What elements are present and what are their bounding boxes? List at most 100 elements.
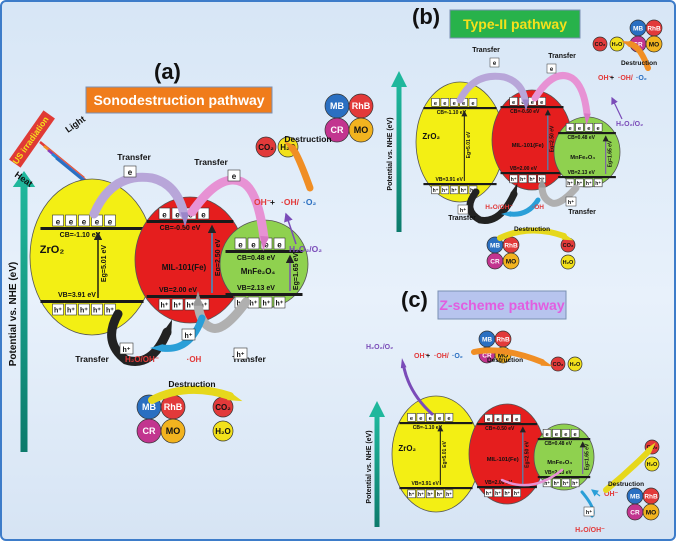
zro2-c-cb-label: CB=-1.10 eV	[413, 425, 443, 431]
transfer-arrow-a-1	[89, 172, 189, 219]
panel-title-b: Type-II pathway	[463, 16, 567, 32]
hole-box	[425, 489, 435, 499]
mil-b-cb-label: CB=-0.50 eV	[510, 109, 540, 115]
hole-box	[457, 204, 469, 215]
mil-b-vb-band	[500, 172, 564, 175]
zro2-a-name: ZrO₂	[40, 244, 65, 256]
hole: h⁺	[67, 308, 75, 315]
zro2-b-name: ZrO₂	[422, 132, 440, 141]
product-1-c-top	[567, 356, 583, 372]
transfer-label-a-4: Transfer	[232, 354, 266, 364]
oh-radical-label-b: ·OH	[532, 204, 544, 211]
electron-box	[493, 414, 503, 423]
mnfe-c-cb-label: CB=0.48 eV	[544, 441, 572, 447]
electron-box	[104, 214, 116, 227]
zro2-b-cb-label: CB=-1.10 eV	[437, 110, 467, 116]
pollutant-label-c-bottom: MB	[630, 493, 640, 500]
pollutant-label-c-top: MO	[498, 352, 508, 359]
destruction-label-b-top: Destruction	[621, 60, 657, 67]
panel-letter-a: (a)	[154, 59, 181, 84]
hole: h⁺	[461, 188, 467, 194]
hole: h⁺	[123, 347, 131, 354]
destruction-label-c-top: Destruction	[487, 357, 523, 364]
electron: e	[443, 101, 446, 107]
hole-box	[512, 488, 521, 498]
mnfe-c-vb-band	[537, 476, 591, 479]
electron-box	[509, 97, 518, 106]
destruction-arrowhead-a-bottom	[227, 391, 243, 402]
electron-box	[552, 429, 561, 438]
transfer-arrowhead-b-2	[584, 113, 591, 125]
o2-radical-a: ·O₂	[303, 197, 316, 207]
transfer-arrowhead-a-2	[260, 235, 269, 251]
electron: e	[232, 172, 237, 181]
electron: e	[419, 416, 422, 422]
mnfe-c-cb-band	[537, 438, 591, 441]
hole: h⁺	[577, 181, 583, 187]
electron: e	[162, 211, 167, 220]
o2-radical-b: ·O₂	[636, 75, 647, 82]
mnfe-a-eg-label: Eg=1.65 eV	[293, 253, 300, 290]
mnfe-a-vb-label: VB=2.13 eV	[237, 285, 275, 292]
hole-box	[431, 185, 440, 195]
mil-c-vb-label: VB=2.00 eV	[485, 480, 513, 486]
electron: e	[277, 241, 282, 250]
oh-arrow-a	[158, 314, 206, 352]
electron: e	[512, 100, 515, 106]
pollutant-mo-b-top	[645, 35, 663, 53]
pollutant-label-c-top: MB	[482, 336, 492, 343]
mnfe-a-name: MnFe₂O₄	[241, 267, 276, 276]
pollutant-label-b-top: MB	[633, 25, 643, 32]
hole-box	[233, 347, 248, 360]
panel-letter-c: (c)	[401, 287, 428, 312]
hole-arrowhead-a	[162, 319, 173, 335]
electron: e	[515, 417, 518, 423]
mnfe-a-cb-band	[225, 250, 303, 253]
hole-box	[119, 342, 134, 355]
hole: h⁺	[586, 509, 592, 516]
hole: h⁺	[161, 303, 169, 310]
product-label-a-bottom: CO₂	[215, 403, 231, 412]
hole-box	[484, 488, 493, 498]
transfer-arrow-a-2	[187, 175, 269, 243]
panel-letter-b: (b)	[412, 4, 440, 29]
pollutant-mo-c-bottom	[642, 503, 660, 521]
electron: e	[447, 416, 450, 422]
h2o2-label-b: H₂O₂/O₂	[616, 121, 643, 128]
electron: e	[251, 241, 256, 250]
destruction-arrowhead-b-bottom	[561, 233, 574, 241]
zro2-b-eg-label: Eg=5.01 eV	[466, 131, 472, 158]
hole-box	[260, 296, 273, 309]
transfer-label-a-2: Transfer	[194, 157, 228, 167]
hole: h⁺	[495, 491, 501, 497]
pollutant-label-c-bottom: MO	[646, 509, 656, 516]
electron: e	[487, 417, 490, 423]
mil-c-cb-band	[477, 423, 537, 426]
pollutant-label-a-bottom: MB	[142, 402, 156, 412]
product-1-b-top	[609, 36, 625, 52]
hole: h⁺	[80, 308, 88, 315]
hole-transfer-arrow-a-2	[193, 297, 251, 333]
hole-box	[575, 178, 584, 188]
us-irradiation-box	[9, 110, 55, 168]
h2o-oh-label-c: H₂O/OH⁻	[575, 527, 605, 534]
electron: e	[587, 126, 590, 132]
mnfe-c-name: MnFe₂O₄	[547, 460, 572, 466]
electron-box	[431, 98, 440, 107]
oh-minus-b: OH⁻	[598, 75, 613, 82]
pollutant-mo-a-bottom	[160, 418, 186, 444]
electron: e	[453, 101, 456, 107]
plus-b: +	[610, 75, 614, 82]
zro2-c-name: ZrO₂	[398, 444, 416, 453]
pollutant-label-b-bottom: RhB	[504, 242, 518, 249]
electron-box	[575, 123, 584, 132]
pollutant-label-b-top: MO	[649, 41, 659, 48]
oh-label-c: OH⁻	[604, 491, 619, 498]
pollutant-label-b-bottom: MB	[490, 242, 500, 249]
pollutant-label-b-top: CR	[633, 41, 643, 48]
hole-box	[565, 196, 577, 207]
hole: h⁺	[554, 481, 560, 487]
pollutant-mo-b-bottom	[502, 252, 520, 270]
